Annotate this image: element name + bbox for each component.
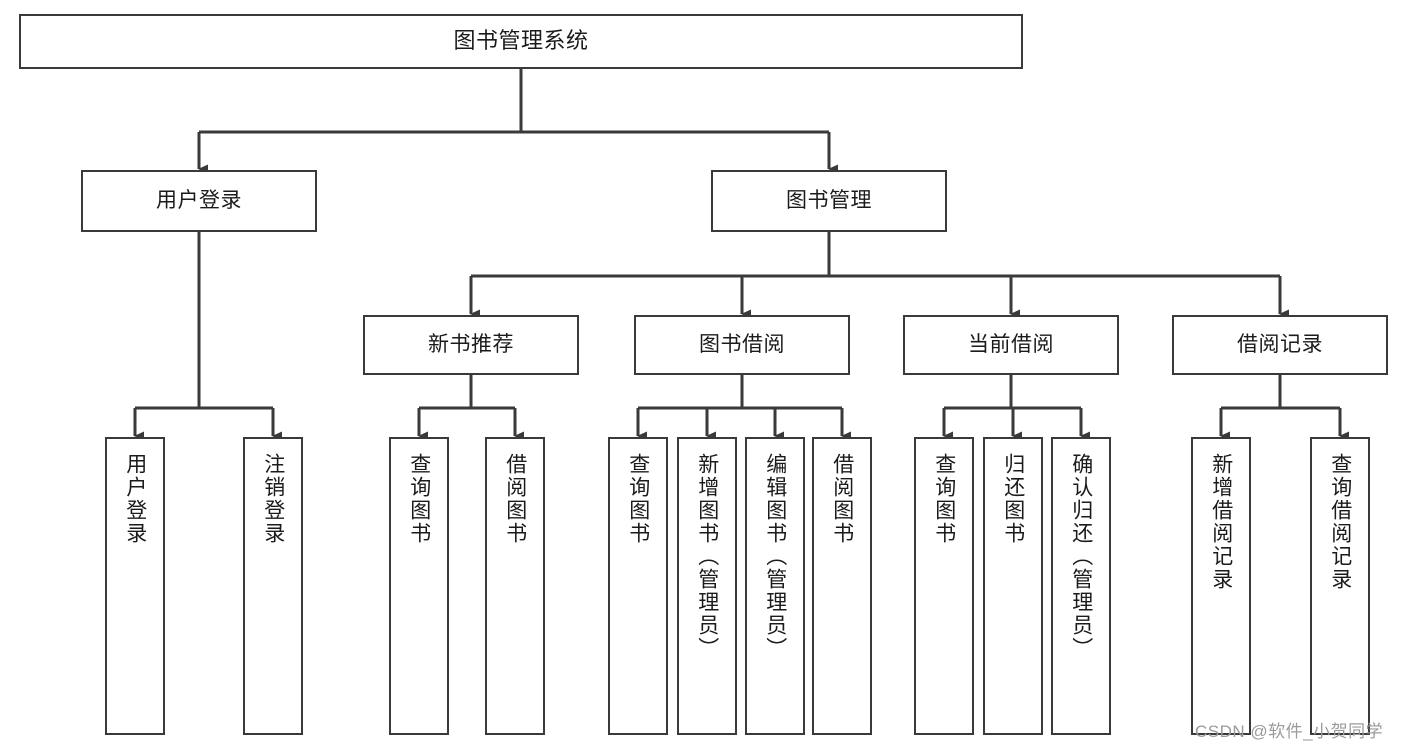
node-label: 注销登录 [261, 453, 285, 545]
node-leaf4[interactable]: 借阅图书 [485, 437, 545, 735]
node-label: 确认归还（管理员） [1069, 453, 1093, 660]
node-newbook[interactable]: 新书推荐 [363, 315, 579, 375]
node-leaf7[interactable]: 编辑图书（管理员） [745, 437, 805, 735]
node-login[interactable]: 用户登录 [81, 170, 317, 232]
node-label: 新增借阅记录 [1209, 453, 1233, 591]
node-root[interactable]: 图书管理系统 [19, 14, 1023, 69]
node-label: 新增图书（管理员） [695, 453, 719, 660]
node-leaf9[interactable]: 查询图书 [914, 437, 974, 735]
node-label: 查询借阅记录 [1328, 453, 1352, 591]
node-leaf12[interactable]: 新增借阅记录 [1191, 437, 1251, 735]
node-leaf8[interactable]: 借阅图书 [812, 437, 872, 735]
node-label: 当前借阅 [968, 333, 1054, 357]
node-bookmgmt[interactable]: 图书管理 [711, 170, 947, 232]
node-leaf6[interactable]: 新增图书（管理员） [677, 437, 737, 735]
node-label: 用户登录 [156, 189, 242, 213]
node-label: 借阅图书 [830, 453, 854, 545]
node-label: 图书管理系统 [453, 28, 589, 54]
node-label: 新书推荐 [428, 333, 514, 357]
node-label: 查询图书 [932, 453, 956, 545]
node-leaf1[interactable]: 用户登录 [105, 437, 165, 735]
node-label: 编辑图书（管理员） [763, 453, 787, 660]
node-label: 借阅记录 [1237, 333, 1323, 357]
node-records[interactable]: 借阅记录 [1172, 315, 1388, 375]
node-label: 归还图书 [1001, 453, 1025, 545]
node-label: 用户登录 [123, 453, 147, 545]
node-leaf2[interactable]: 注销登录 [243, 437, 303, 735]
node-leaf11[interactable]: 确认归还（管理员） [1051, 437, 1111, 735]
node-borrow[interactable]: 图书借阅 [634, 315, 850, 375]
node-leaf5[interactable]: 查询图书 [608, 437, 668, 735]
node-leaf13[interactable]: 查询借阅记录 [1310, 437, 1370, 735]
node-leaf10[interactable]: 归还图书 [983, 437, 1043, 735]
node-label: 借阅图书 [503, 453, 527, 545]
node-label: 图书管理 [786, 189, 872, 213]
node-leaf3[interactable]: 查询图书 [389, 437, 449, 735]
node-label: 查询图书 [626, 453, 650, 545]
node-current[interactable]: 当前借阅 [903, 315, 1119, 375]
node-label: 图书借阅 [699, 333, 785, 357]
csdn-watermark: CSDN @软件_小贺同学 [1195, 722, 1384, 741]
connector-lines [133, 69, 1349, 441]
node-label: 查询图书 [407, 453, 431, 545]
